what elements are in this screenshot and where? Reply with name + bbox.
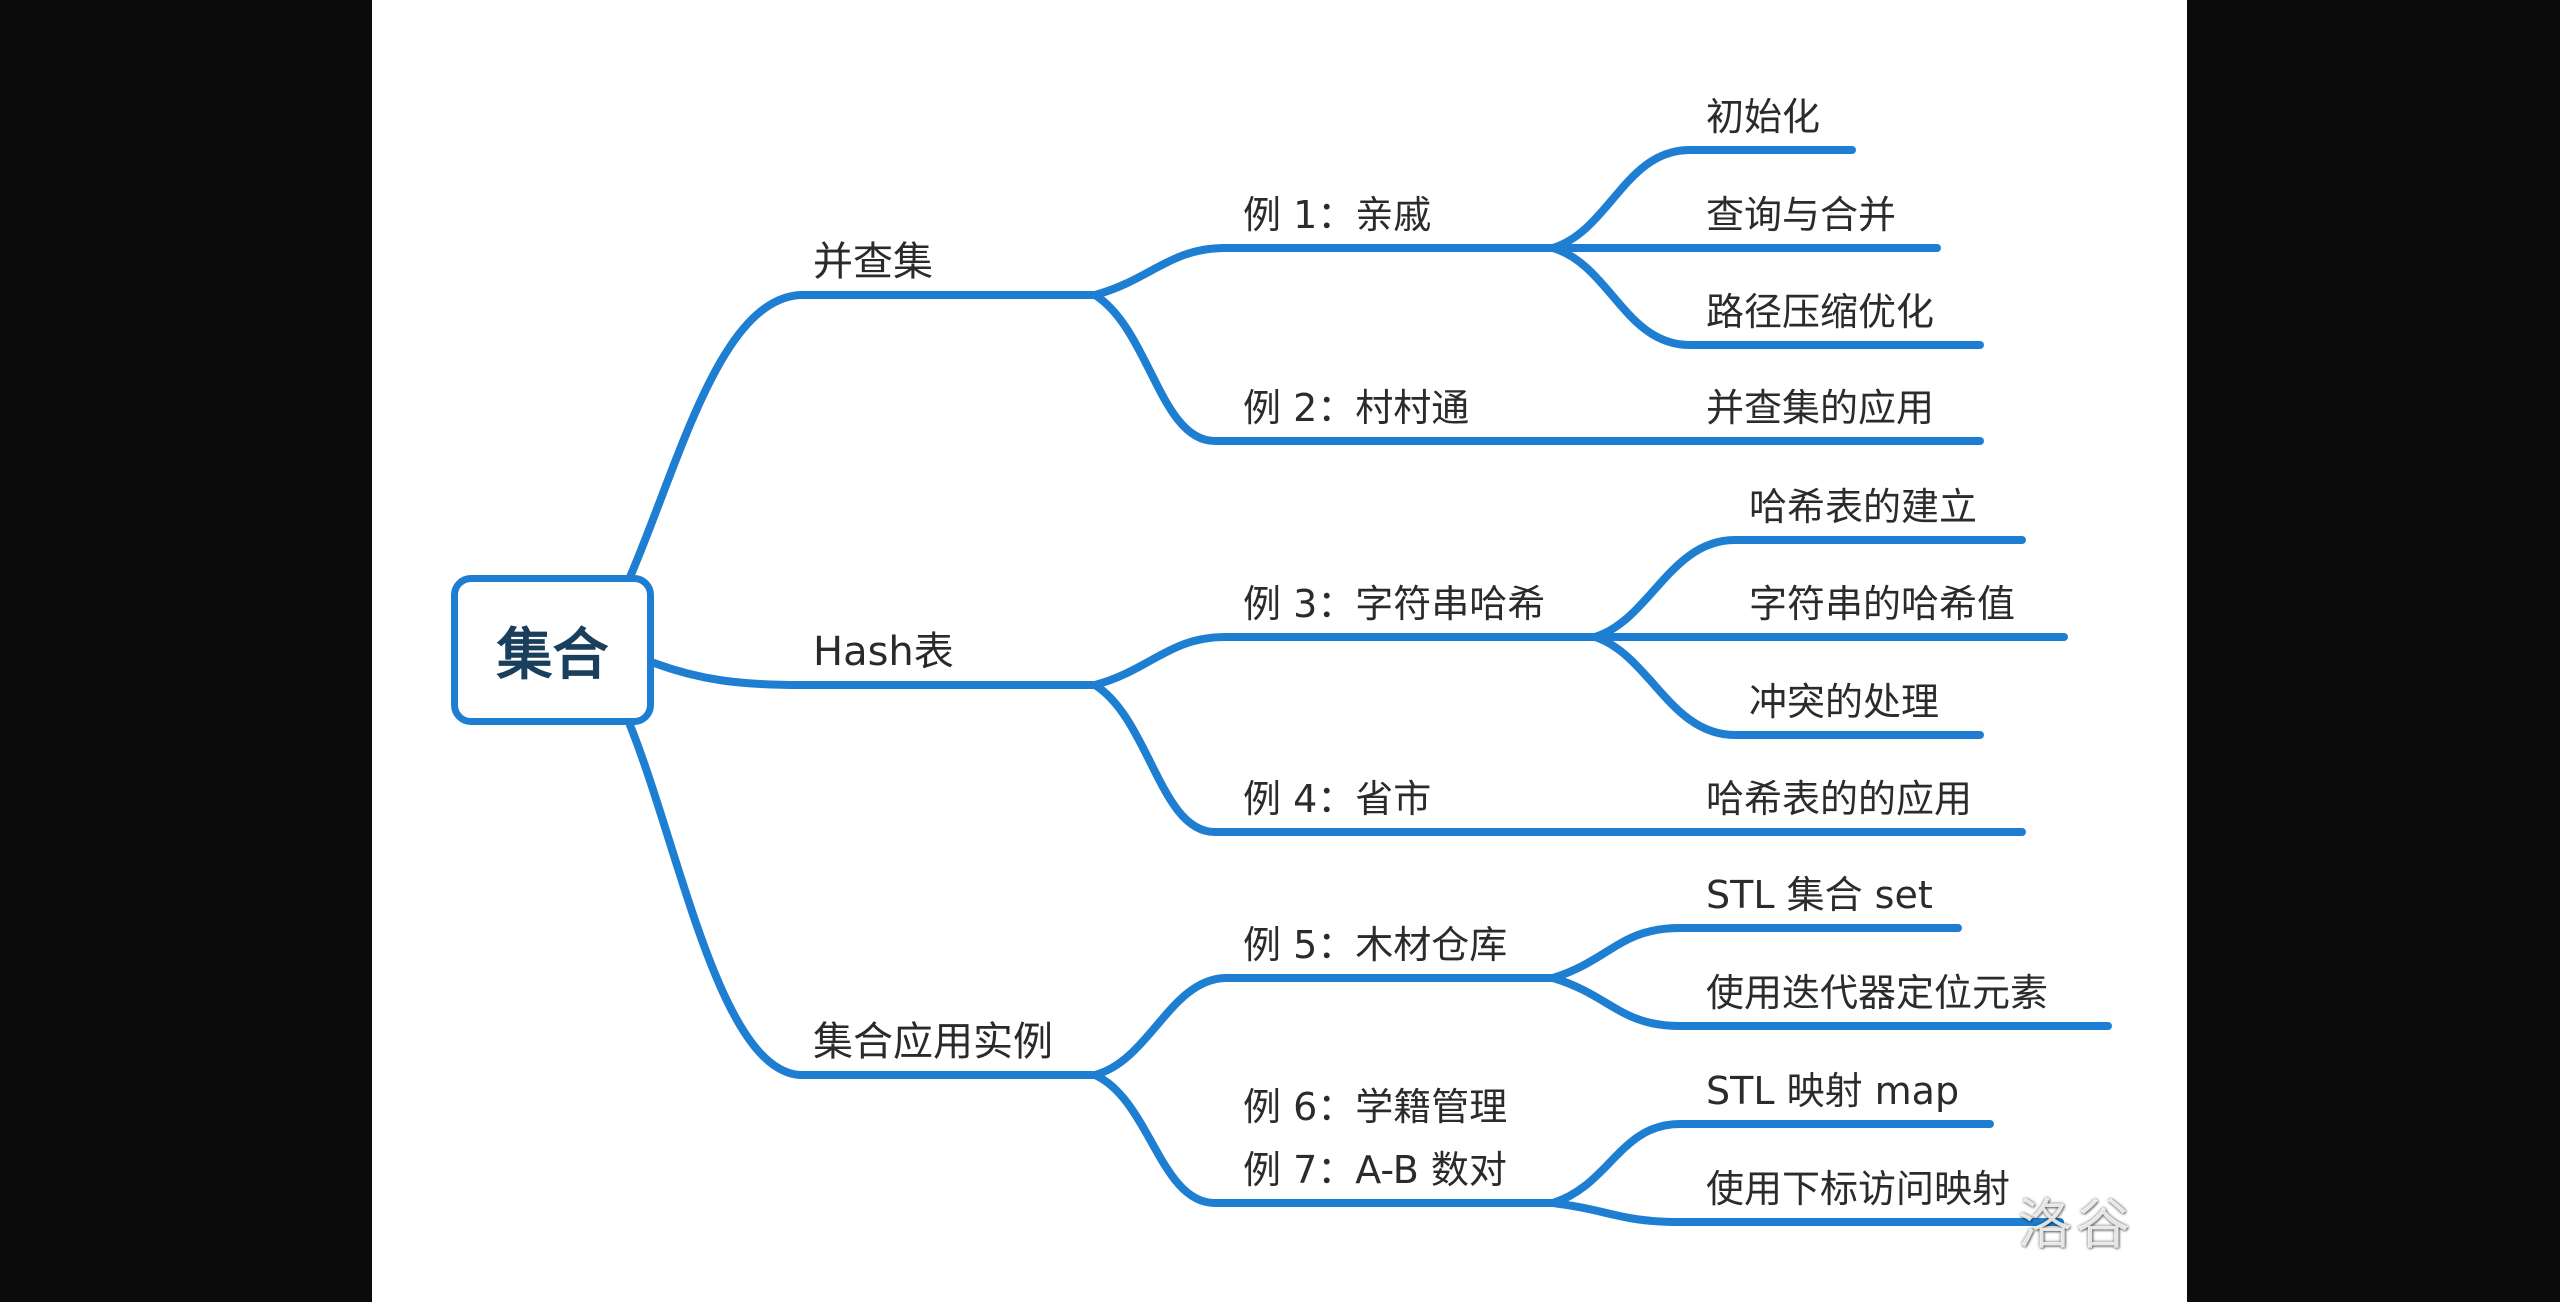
connector-ex1-to-init <box>1549 146 1856 252</box>
topic-stl-map-label: STL 映射 map <box>1706 1069 1960 1113</box>
root-node: 集合 <box>451 575 654 725</box>
connector-ex5-to-set <box>1549 924 1962 982</box>
topic-hash-app-label: 哈希表的的应用 <box>1706 777 1973 821</box>
connector-ex7-to-map <box>1549 1120 1994 1207</box>
slide-canvas <box>372 0 2187 1302</box>
example-4-label: 例 4：省市 <box>1243 777 1432 821</box>
connector-union-find-to-ex2 <box>1091 291 1557 445</box>
connector-ex5-to-iterator <box>1549 974 2112 1030</box>
topic-subscript-label: 使用下标访问映射 <box>1706 1167 2011 1211</box>
example-2-label: 例 2：村村通 <box>1243 386 1470 430</box>
connector-ex7-to-subscript <box>1549 1199 2064 1226</box>
connector-root-to-set-apps <box>626 721 1099 1079</box>
topic-hash-build-label: 哈希表的建立 <box>1749 485 1978 529</box>
branch-union-find-label: 并查集 <box>813 239 933 285</box>
root-label: 集合 <box>496 622 609 688</box>
connector-ex3-to-conflict <box>1591 633 1984 739</box>
connector-ex3-to-build <box>1591 536 2026 641</box>
connector-set-apps-to-ex7 <box>1091 1071 1557 1207</box>
connector-set-apps-to-ex5 <box>1091 974 1557 1079</box>
example-6-label: 例 6：学籍管理 <box>1243 1085 1508 1129</box>
topic-stl-set-label: STL 集合 set <box>1706 873 1933 917</box>
example-1-label: 例 1：亲戚 <box>1243 193 1432 237</box>
connector-root-to-hash <box>650 659 1099 689</box>
topic-union-find-app-label: 并查集的应用 <box>1706 386 1935 430</box>
topic-conflict-label: 冲突的处理 <box>1749 680 1940 724</box>
topic-path-compression-label: 路径压缩优化 <box>1706 290 1935 334</box>
connector-hash-to-ex4 <box>1091 681 1557 836</box>
example-5-label: 例 5：木材仓库 <box>1243 923 1508 967</box>
connector-ex1-to-path <box>1549 244 1984 349</box>
topic-init-label: 初始化 <box>1706 95 1821 139</box>
connector-hash-to-ex3 <box>1091 633 1599 689</box>
luogu-watermark: 洛谷 <box>2018 1193 2134 1256</box>
topic-iterator-label: 使用迭代器定位元素 <box>1706 971 2049 1015</box>
branch-hash-label: Hash表 <box>813 629 954 675</box>
example-3-label: 例 3：字符串哈希 <box>1243 582 1546 626</box>
example-7-label: 例 7：A-B 数对 <box>1243 1148 1507 1192</box>
topic-query-merge-label: 查询与合并 <box>1706 193 1897 237</box>
connector-union-find-to-ex1 <box>1091 244 1557 299</box>
topic-string-hash-value-label: 字符串的哈希值 <box>1749 582 2016 626</box>
connector-root-to-union-find <box>626 291 1099 581</box>
branch-set-apps-label: 集合应用实例 <box>813 1019 1053 1065</box>
